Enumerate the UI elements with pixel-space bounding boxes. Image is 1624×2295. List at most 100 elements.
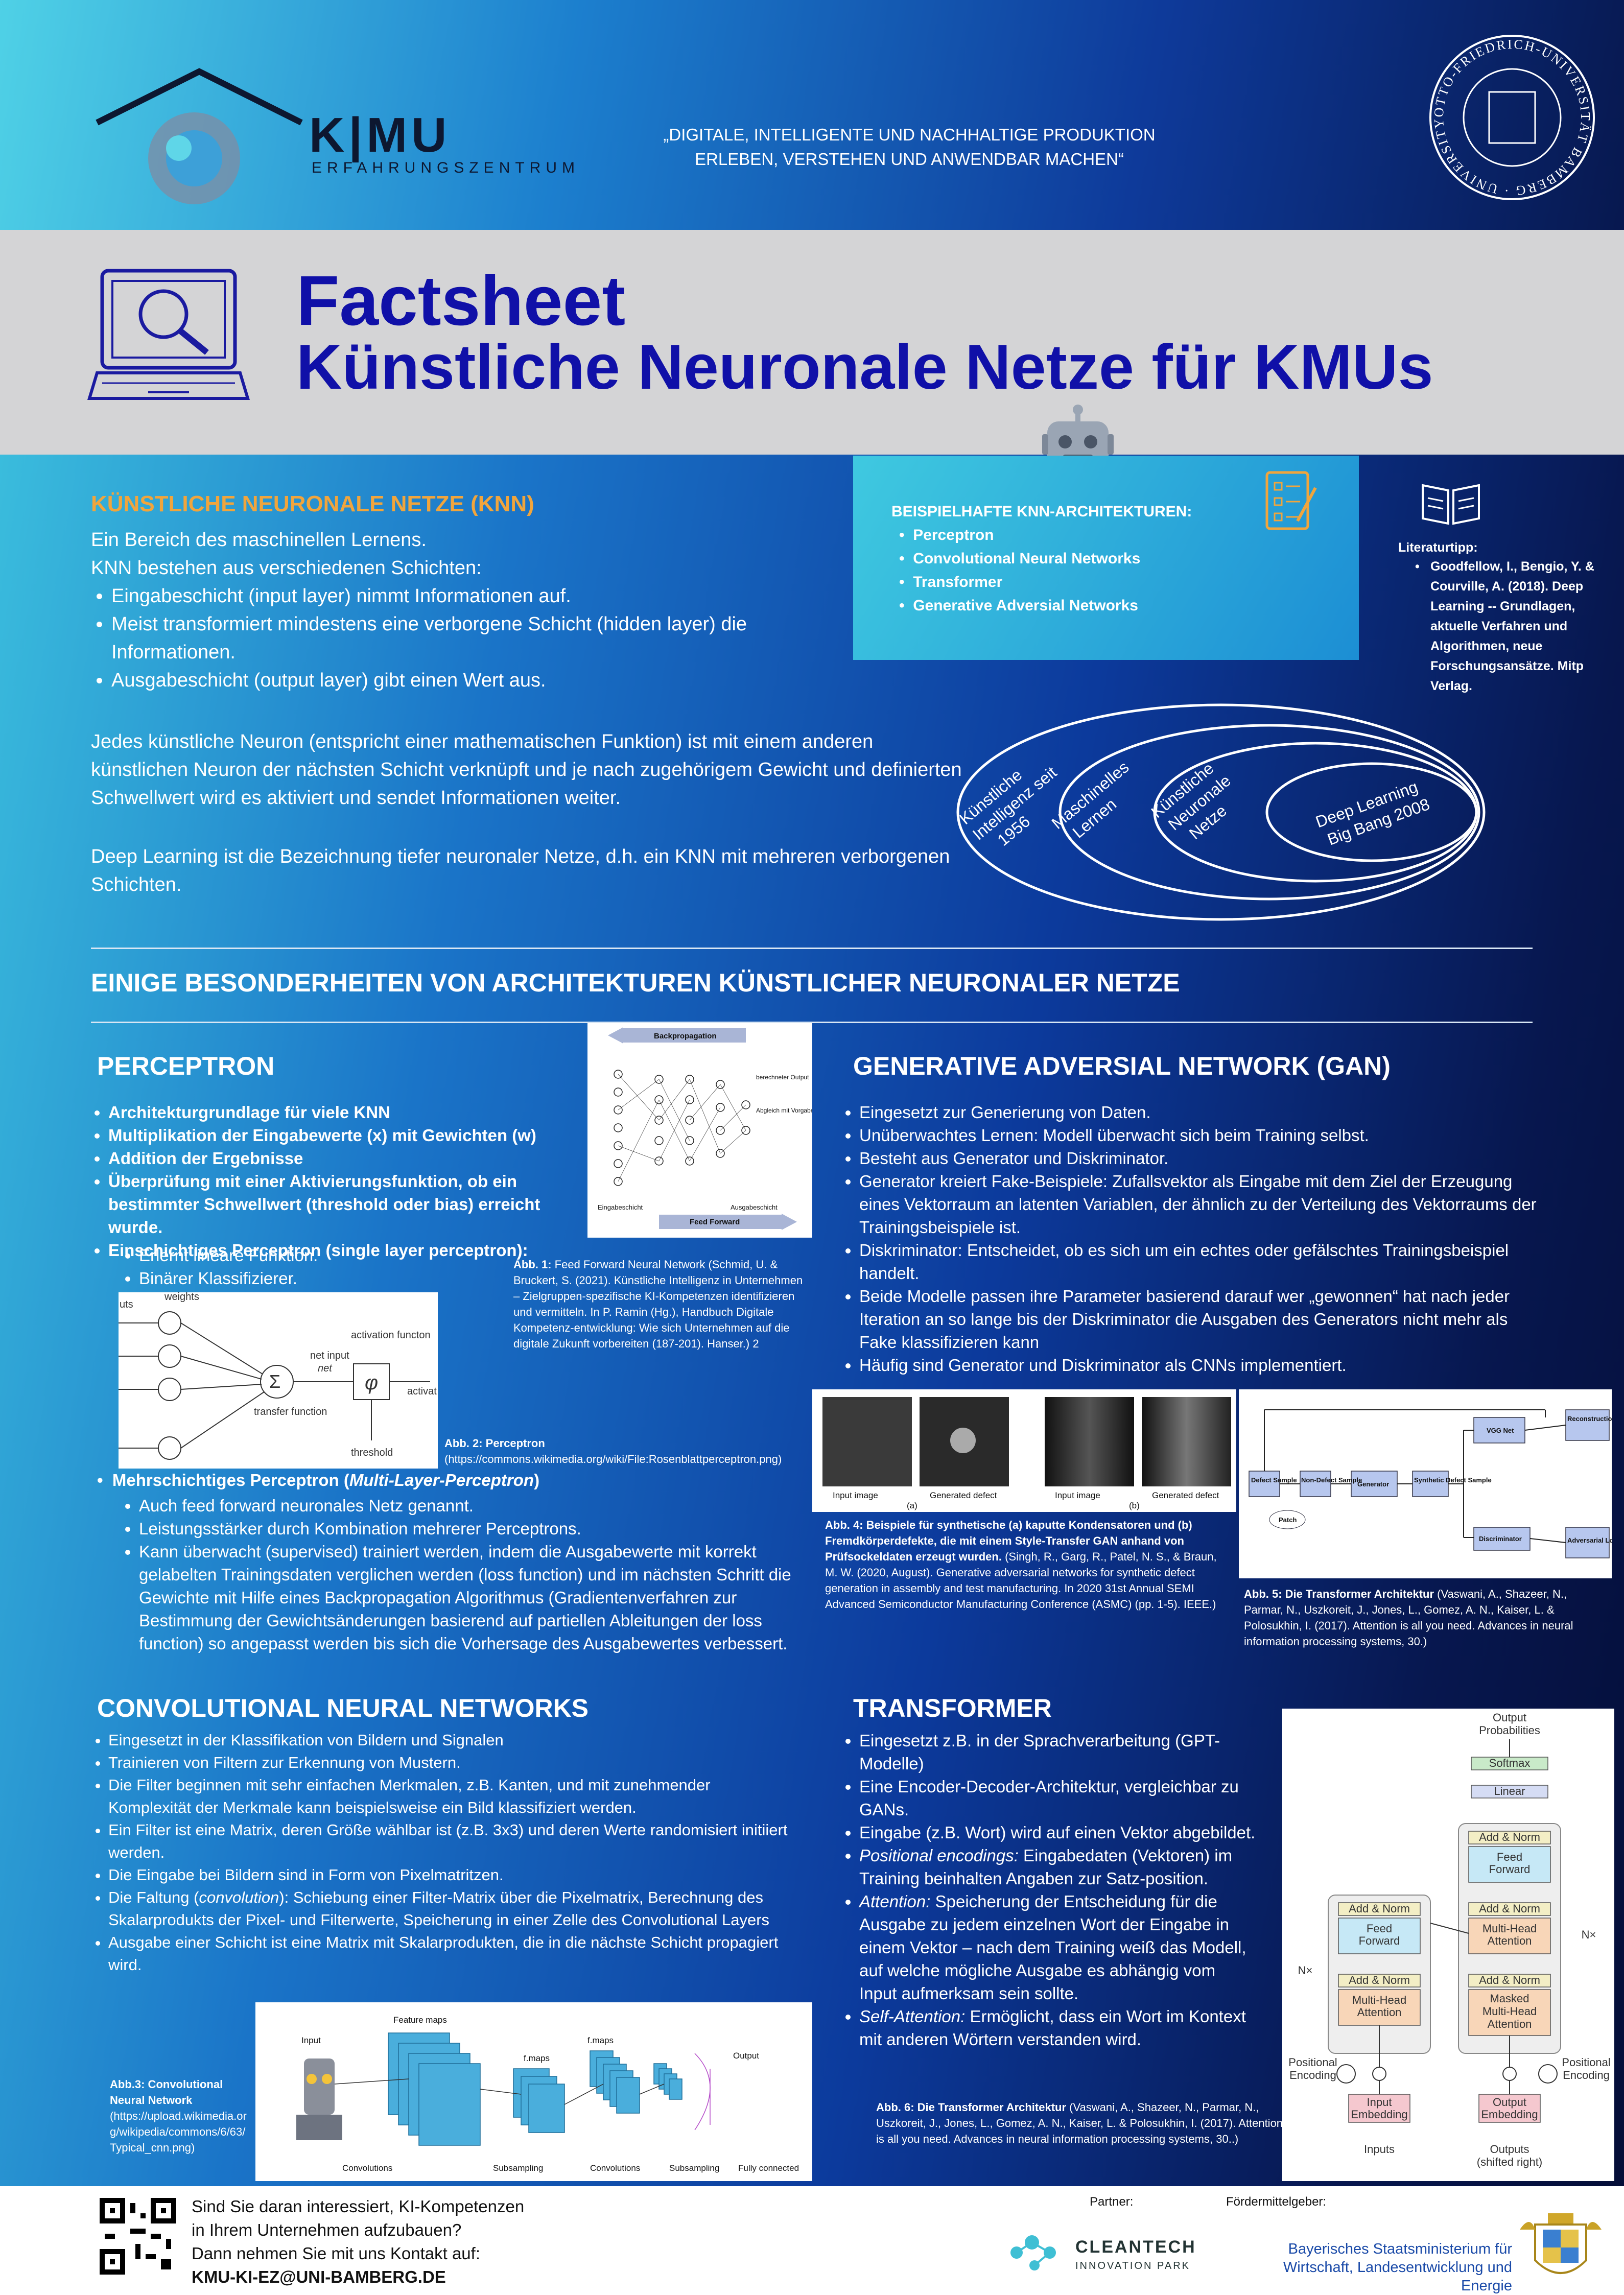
fig4-label: (a) [907, 1501, 917, 1510]
fig6-label: Forward [1359, 1934, 1400, 1947]
fig6-label: Masked [1490, 1992, 1529, 2005]
multi-text: Mehrschichtiges Perceptron ( [112, 1471, 349, 1489]
perceptron-subbullet: Leistungsstärker durch Kombination mehre… [139, 1517, 792, 1540]
fig1-input-label: Eingabeschicht [598, 1203, 643, 1211]
knn-body: Ein Bereich des maschinellen Lernens. KN… [91, 526, 857, 695]
fig4-label: Input image [1055, 1490, 1100, 1500]
fig5-label: Defect Sample [1251, 1476, 1297, 1484]
perceptron-list: Architekturgrundlage für viele KNN Multi… [97, 1101, 587, 1262]
architecture-item-label: Transformer [913, 574, 1003, 590]
cnn-diagram: Input Feature maps f.maps f.maps Output … [296, 2015, 799, 2173]
architecture-item-label: Convolutional Neural Networks [913, 550, 1141, 567]
gan-list: Eingesetzt zur Generierung von Daten. Un… [848, 1101, 1543, 1377]
literature-text: • Goodfellow, I., Bengio, Y. & Courville… [1415, 557, 1609, 696]
partner-label: Partner: [1090, 2195, 1134, 2209]
cta-line: Sind Sie daran interessiert, KI-Kompeten… [192, 2197, 525, 2216]
fig6-label: Inputs [1364, 2143, 1395, 2156]
fig4-caption-text: (Singh, R., Garg, R., Patel, N. S., & Br… [825, 1550, 1217, 1611]
fig3-label: Convolutions [342, 2163, 392, 2173]
logo-subtitle: ERFAHRUNGSZENTRUM [312, 159, 580, 176]
university-seal-icon: OTTO-FRIEDRICH-UNIVERSITÄT BAMBERG · UNI… [1425, 31, 1595, 200]
figure-6-transformer: Output Probabilities Softmax Linear Add … [1282, 1709, 1614, 2181]
transformer-bullet: Attention: Speicherung der Entscheidung … [859, 1890, 1257, 2005]
ffnn-diagram: Backpropagation Feed Forward Eingabeschi… [598, 1027, 814, 1230]
fig1-compare-label: Abgleich mit Vorgabe [756, 1107, 812, 1114]
defect-image [1045, 1397, 1134, 1486]
divider [91, 948, 1533, 949]
transformer-term: Self-Attention: [859, 2007, 966, 2026]
cnn-list: Eingesetzt in der Klassifikation von Bil… [97, 1729, 792, 1976]
funder-label: Fördermittelgeber: [1226, 2195, 1327, 2209]
fig5-label: Generator [1357, 1480, 1389, 1488]
gan-bullet: Besteht aus Generator und Diskriminator. [859, 1147, 1543, 1170]
fig2-caption-bold: Abb. 2: Perceptron [444, 1437, 545, 1450]
contact-email-link[interactable]: KMU-KI-EZ@UNI-BAMBERG.DE [192, 2267, 446, 2286]
fig6-label: N× [1298, 1964, 1313, 1977]
divider [91, 1022, 1533, 1023]
fig3-label: Feature maps [393, 2015, 447, 2025]
transformer-text: Speicherung der Entscheidung für die Aus… [859, 1892, 1246, 2003]
fig3-caption-text: (https://upload.wikimedia.org/wikipedia/… [110, 2110, 247, 2154]
fig3-label: Output [733, 2051, 759, 2061]
fig6-label: Embedding [1351, 2108, 1407, 2121]
perceptron-bullet: Addition der Ergebnisse [108, 1147, 587, 1170]
title-line-1: Factsheet [296, 262, 626, 340]
cnn-bullet: Ausgabe einer Schicht ist eine Matrix mi… [108, 1931, 792, 1976]
funder-line: Bayerisches Staatsministerium für [1288, 2241, 1512, 2257]
transformer-bullet: Positional encodings: Eingabedaten (Vekt… [859, 1844, 1257, 1890]
seal-text: OTTO-FRIEDRICH-UNIVERSITÄT BAMBERG · UNI… [1425, 31, 1591, 198]
fig2-net-label: net input [310, 1350, 349, 1361]
perceptron-sublist-2: Auch feed forward neuronales Netz genann… [128, 1494, 792, 1655]
fig1-output-label: Ausgabeschicht [731, 1203, 778, 1211]
fig6-label: Multi-Head [1482, 2005, 1537, 2018]
transformer-bullet: Eingesetzt z.B. in der Sprachverarbeitun… [859, 1729, 1257, 1775]
fig6-label: Add & Norm [1349, 1902, 1410, 1915]
figure-5-gan-architecture: Defect Sample Non-Defect Sample Generato… [1239, 1389, 1624, 1578]
knn-list: Eingabeschicht (input layer) nimmt Infor… [91, 582, 857, 695]
perceptron-bullet: Überprüfung mit einer Aktivierungsfunkti… [108, 1170, 587, 1239]
special-heading: EINIGE BESONDERHEITEN VON ARCHITEKTUREN … [91, 968, 1180, 997]
ai-hierarchy-diagram: Künstliche Intelligenz seit 1956 Maschin… [956, 703, 1486, 921]
fig6-label: Multi-Head [1352, 1994, 1406, 2006]
transformer-bullet: Eingabe (z.B. Wort) wird auf einen Vekto… [859, 1821, 1257, 1844]
architecture-item-label: Perceptron [913, 527, 994, 543]
perceptron-bullet: Multiplikation der Eingabewerte (x) mit … [108, 1124, 587, 1147]
partner-subname: INNOVATION PARK [1075, 2260, 1191, 2272]
cta-line: Dann nehmen Sie mit uns Kontakt auf: [192, 2244, 480, 2263]
fig5-label: Adversarial Loss [1567, 1536, 1612, 1544]
knn-bullet: Eingabeschicht (input layer) nimmt Infor… [111, 582, 857, 610]
cnn-bullet: Die Filter beginnen mit sehr einfachen M… [108, 1774, 792, 1819]
figure-4-defects: Input image Generated defect (a) Input i… [812, 1389, 1236, 1512]
fig3-label: Fully connected [738, 2163, 799, 2173]
fig3-label: Subsampling [669, 2163, 719, 2173]
architecture-item: • Transformer [899, 574, 1003, 590]
fig6-label: Add & Norm [1349, 1974, 1410, 1986]
fig1-caption-text: Feed Forward Neural Network (Schmid, U. … [513, 1258, 803, 1350]
gan-bullet: Häufig sind Generator und Diskriminator … [859, 1354, 1543, 1377]
fig6-label: Encoding [1289, 2069, 1336, 2081]
fig2-activation-label: activation functon [351, 1330, 431, 1341]
fig6-label: Multi-Head [1482, 1922, 1537, 1935]
fig1-feedforward-label: Feed Forward [690, 1218, 740, 1226]
qr-code-icon[interactable] [100, 2198, 176, 2275]
fig1-backprop-label: Backpropagation [654, 1032, 717, 1040]
call-to-action: Sind Sie daran interessiert, KI-Kompeten… [192, 2195, 524, 2289]
literature-heading: Literaturtipp: [1398, 540, 1478, 555]
fig1-caption-bold: Abb. 1: [513, 1258, 552, 1271]
figure-6-caption: Abb. 6: Die Transformer Architektur (Vas… [876, 2099, 1285, 2147]
perceptron-subbullet: Auch feed forward neuronales Netz genann… [139, 1494, 792, 1517]
fig3-label: f.maps [524, 2053, 550, 2063]
fig2-caption-text: (https://commons.wikimedia.org/wiki/File… [444, 1453, 782, 1465]
fig6-label: Output [1493, 2096, 1526, 2109]
perceptron-subbullet: Kann überwacht (supervised) trainiert we… [139, 1540, 792, 1655]
header [0, 0, 1624, 230]
funder-line: Wirtschaft, Landesentwicklung und Energi… [1283, 2259, 1512, 2294]
architecture-item: • Perceptron [899, 527, 994, 543]
gan-architecture-diagram: Defect Sample Non-Defect Sample Generato… [1249, 1409, 1624, 1558]
fig6-label: Softmax [1489, 1757, 1531, 1769]
slogan-line-1: „DIGITALE, INTELLIGENTE UND NACHHALTIGE … [663, 125, 1156, 144]
gan-heading: GENERATIVE ADVERSIAL NETWORK (GAN) [853, 1052, 1391, 1080]
fig6-label: Embedding [1481, 2108, 1538, 2121]
fig6-label: Positional [1562, 2056, 1610, 2069]
fig3-label: Input [301, 2036, 321, 2045]
